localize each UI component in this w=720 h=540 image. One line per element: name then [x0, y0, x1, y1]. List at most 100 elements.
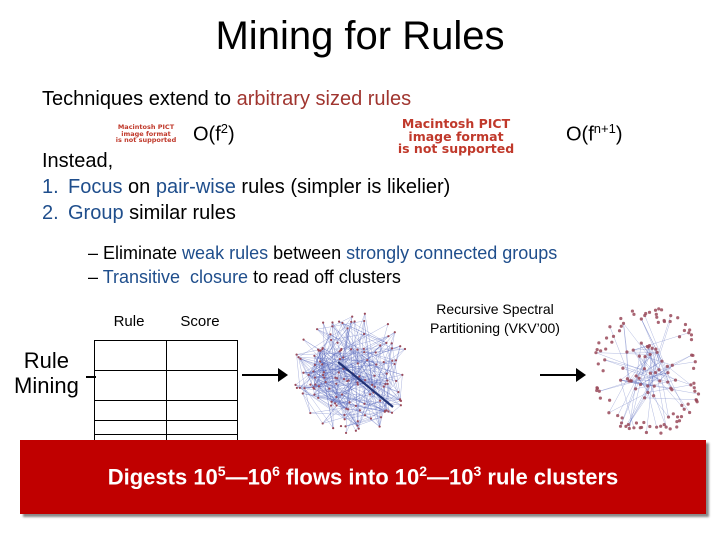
pict-placeholder-small: Macintosh PICT image format is not suppo… [110, 124, 182, 150]
graph-node [328, 387, 331, 390]
graph-node [675, 415, 680, 419]
graph-edge [347, 381, 350, 403]
graph-edge [350, 313, 366, 350]
graph-node [379, 416, 383, 419]
score-column-header: Score [180, 312, 220, 330]
graph-node [692, 386, 696, 390]
graph-node [395, 379, 398, 383]
table-cell [94, 420, 166, 434]
graph-edge [644, 315, 669, 373]
list-item-text: similar rules [123, 202, 236, 224]
graph-edge [628, 397, 645, 425]
summary-banner: Digests 105—106 flows into 102—103 rule … [20, 440, 706, 514]
graph-node [345, 407, 348, 410]
graph-node [346, 379, 349, 383]
graph-edge [629, 380, 671, 389]
graph-node [659, 308, 664, 312]
graph-edge [322, 332, 395, 376]
graph-edge [337, 361, 394, 408]
graph-node [660, 359, 664, 363]
sub-list-text: Transitive closure [102, 267, 249, 287]
graph-node [687, 331, 691, 335]
sub-list-item: – Eliminate weak rules between strongly … [88, 241, 557, 265]
graph-node [595, 388, 599, 393]
graph-node [666, 415, 671, 419]
graph-node [363, 350, 366, 354]
graph-node [677, 335, 682, 339]
graph-node [356, 362, 359, 365]
graph-edge [317, 374, 324, 398]
banner-part: —10 [427, 464, 474, 490]
graph-edge [314, 355, 353, 374]
graph-edge [300, 358, 374, 393]
graph-node [329, 333, 332, 336]
graph-node [686, 402, 690, 406]
graph-node [657, 307, 661, 311]
graph-node [675, 419, 679, 424]
rule-mining-label: Rule Mining [14, 348, 79, 398]
graph-node [387, 335, 390, 338]
graph-node [390, 411, 394, 414]
graph-edge [395, 346, 401, 361]
graph-node [671, 412, 675, 416]
placeholder-line: Macintosh PICT [401, 116, 511, 131]
graph-node [346, 408, 350, 411]
complexity-exponent: 2 [220, 121, 229, 136]
graph-node [688, 328, 692, 332]
rule-mining-connector [86, 376, 96, 378]
table-row [94, 400, 238, 420]
sub-list-text: to read off clusters [248, 267, 401, 287]
graph-node [608, 398, 612, 402]
graph-node [652, 384, 656, 388]
graph-node [616, 413, 620, 418]
graph-node [337, 320, 341, 323]
graph-node [644, 430, 649, 435]
graph-edge [313, 348, 342, 372]
graph-edge [330, 334, 352, 350]
graph-node [597, 341, 601, 345]
graph-edge [329, 379, 366, 389]
graph-node [675, 425, 679, 429]
sub-list-text: between [268, 243, 347, 263]
sub-list-item: – Transitive closure to read off cluster… [88, 265, 557, 289]
graph-node [334, 402, 337, 405]
graph-node [307, 373, 310, 376]
graph-edge [379, 384, 386, 427]
graph-node [659, 431, 663, 435]
graph-node [346, 327, 349, 330]
graph-node [330, 400, 333, 403]
graph-node [655, 425, 659, 429]
pict-placeholder-large: Macintosh PICT image format is not suppo… [360, 116, 552, 156]
graph-node [654, 347, 658, 351]
graph-node [669, 314, 673, 318]
graph-node [648, 371, 652, 375]
graph-node [391, 359, 394, 362]
table-cell [94, 340, 166, 370]
graph-node [362, 347, 365, 350]
list-item-text: Focus [68, 176, 123, 198]
graph-node [626, 422, 631, 427]
graph-edge [391, 405, 401, 413]
graph-edge [644, 368, 667, 428]
dash-bullet: – [88, 267, 103, 287]
graph-node [375, 363, 378, 366]
graph-node [331, 321, 334, 324]
graph-node [385, 341, 388, 344]
banner-part: —10 [225, 464, 273, 490]
complexity-prefix: O(f [193, 123, 221, 146]
graph-edge [346, 373, 354, 409]
graph-node [647, 310, 652, 314]
graph-edge [638, 378, 649, 393]
graph-node [323, 376, 326, 379]
graph-edge [332, 322, 337, 384]
graph-node [316, 328, 319, 331]
graph-node [298, 386, 301, 389]
graph-node [335, 395, 338, 399]
graph-edge [314, 351, 365, 389]
graph-node [689, 333, 694, 337]
graph-node [627, 426, 631, 431]
graph-node [336, 377, 339, 380]
graph-node [629, 379, 633, 383]
graph-node [682, 328, 687, 333]
graph-edge [317, 386, 320, 398]
